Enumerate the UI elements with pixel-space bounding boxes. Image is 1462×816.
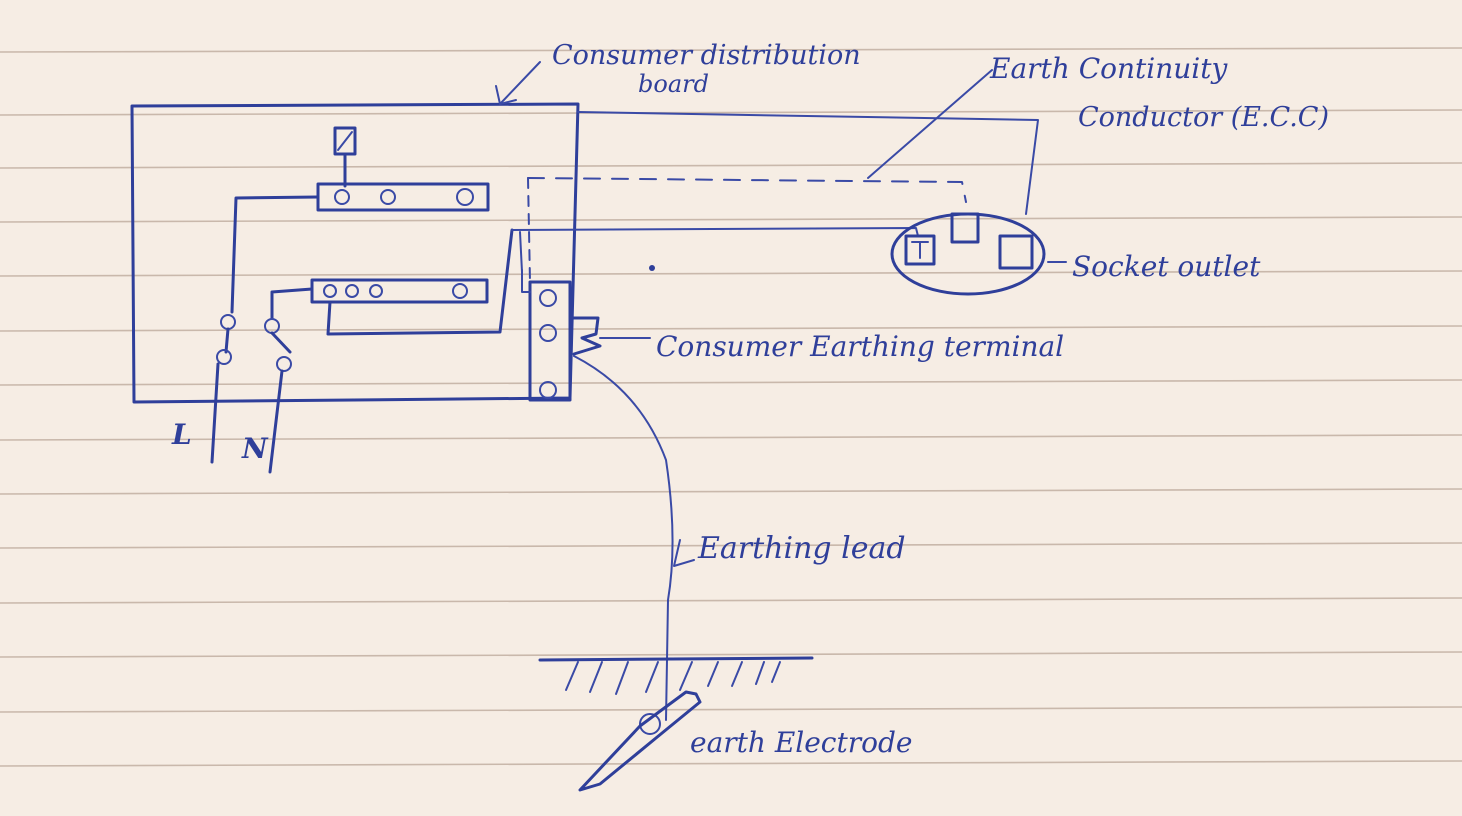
terminal-label: Consumer Earthing terminal — [656, 330, 1064, 363]
socket-outlet — [890, 212, 1046, 296]
neutral-label: N — [241, 432, 269, 465]
circuit-wiring — [511, 69, 1039, 293]
lead-label: Earthing lead — [697, 531, 906, 566]
ecc-label-line2: Conductor (E.C.C) — [1078, 102, 1329, 133]
earth-electrode — [578, 690, 702, 792]
earthing-terminal-block — [528, 280, 602, 402]
ground-surface — [538, 656, 814, 695]
board-label-line2: board — [638, 70, 709, 98]
ruled-lines — [0, 47, 1462, 767]
socket-label: Socket outlet — [1072, 250, 1261, 283]
label-pointers — [495, 61, 1067, 339]
live-label: L — [171, 418, 192, 451]
earthing-lead — [573, 355, 695, 721]
ecc-label-line1: Earth Continuity — [989, 52, 1228, 85]
electrode-label: earth Electrode — [690, 726, 912, 759]
board-label-line1: Consumer distribution — [552, 40, 861, 71]
